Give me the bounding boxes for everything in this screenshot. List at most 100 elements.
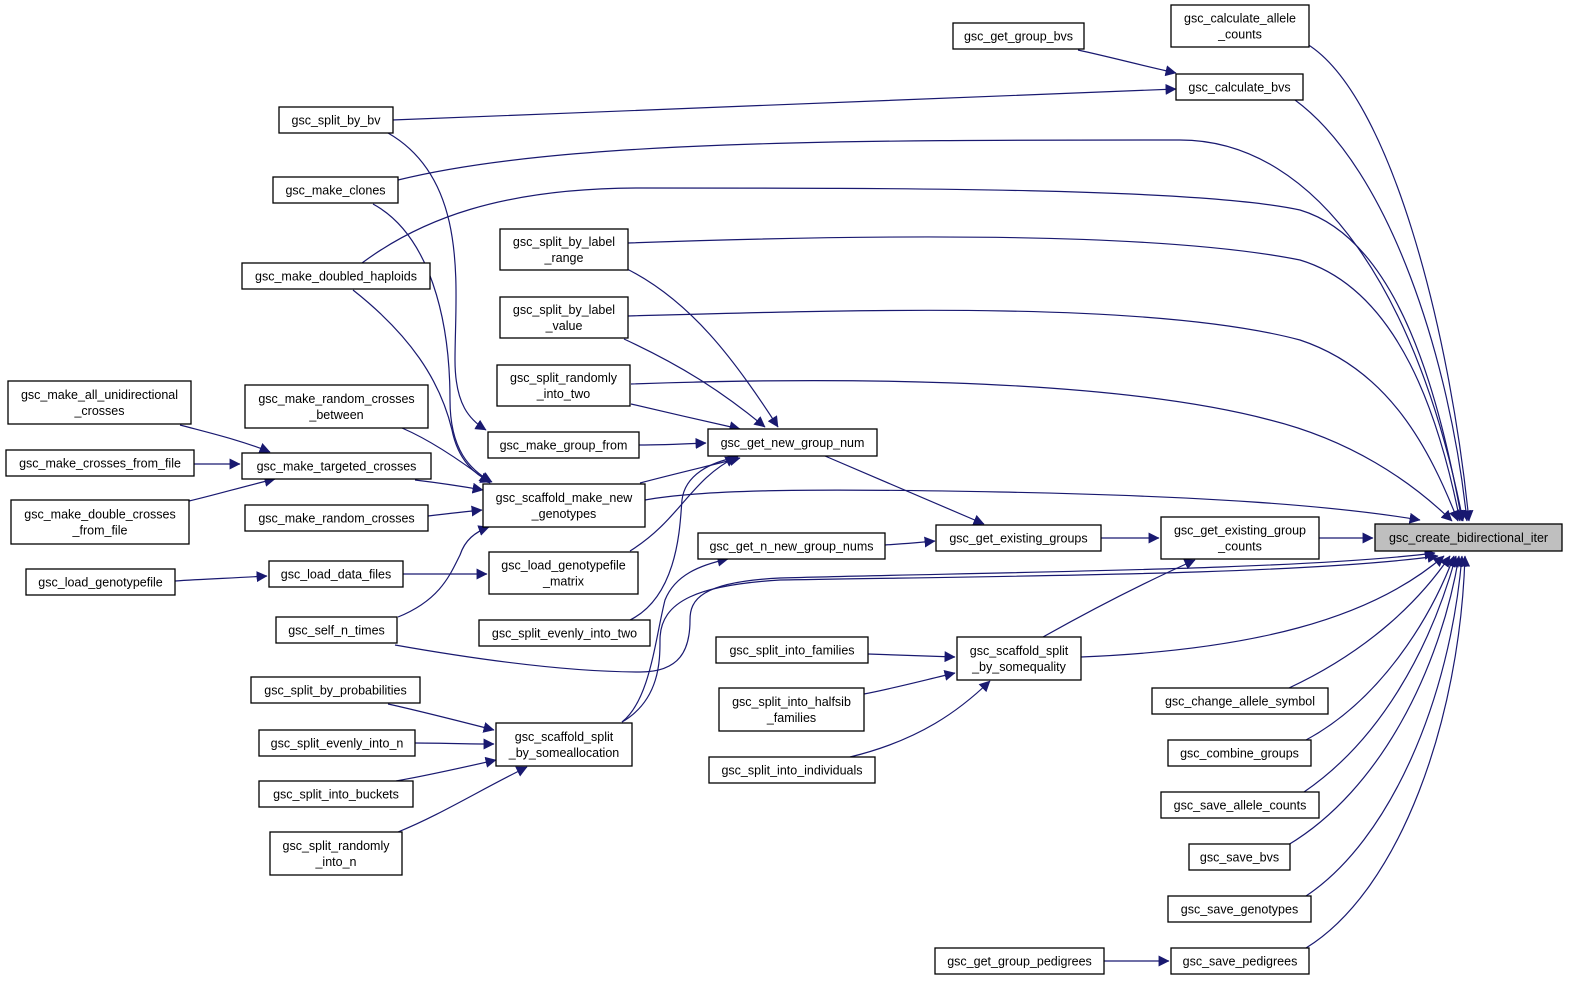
function-node[interactable]: gsc_load_genotypefile (25, 568, 176, 596)
node-box[interactable] (258, 729, 416, 757)
node-box[interactable] (258, 780, 414, 808)
node-box[interactable] (25, 568, 176, 596)
node-box[interactable] (707, 428, 878, 457)
node-box[interactable] (478, 619, 651, 647)
function-node[interactable]: gsc_save_pedigrees (1170, 947, 1310, 975)
function-node[interactable]: gsc_self_n_times (275, 616, 398, 644)
node-label: _range (544, 251, 584, 265)
node-label: _crosses (73, 404, 124, 418)
node-box[interactable] (1160, 791, 1320, 819)
node-box[interactable] (1188, 843, 1291, 871)
function-node[interactable]: gsc_save_genotypes (1167, 895, 1312, 923)
function-node[interactable]: gsc_make_random_crosses (244, 504, 429, 532)
function-node[interactable]: gsc_load_genotypefile_matrix (488, 551, 639, 595)
function-node[interactable]: gsc_get_existing_groups (935, 524, 1102, 552)
function-node[interactable]: gsc_scaffold_split_by_somequality (956, 636, 1082, 681)
node-box[interactable] (935, 524, 1102, 552)
function-node[interactable]: gsc_make_targeted_crosses (241, 452, 432, 480)
node-box[interactable] (244, 504, 429, 532)
node-box[interactable] (1167, 895, 1312, 923)
node-box[interactable] (275, 616, 398, 644)
edge-n33-to-n0 (621, 551, 1439, 723)
function-node[interactable]: gsc_split_into_halfsib_families (718, 687, 865, 732)
function-node[interactable]: gsc_split_evenly_into_n (258, 729, 416, 757)
node-box[interactable] (499, 296, 629, 339)
function-node[interactable]: gsc_change_allele_symbol (1151, 687, 1329, 715)
node-label: gsc_save_genotypes (1181, 903, 1298, 917)
node-box[interactable] (241, 452, 432, 480)
function-node[interactable]: gsc_scaffold_split_by_someallocation (495, 722, 633, 767)
root-node[interactable]: gsc_create_bidirectional_iter (1374, 523, 1563, 552)
node-box[interactable] (1175, 73, 1304, 101)
node-box[interactable] (269, 831, 403, 876)
node-box[interactable] (1170, 947, 1310, 975)
node-box[interactable] (495, 722, 633, 767)
node-box[interactable] (934, 947, 1105, 975)
node-box[interactable] (268, 560, 404, 588)
function-node[interactable]: gsc_split_randomly_into_n (269, 831, 403, 876)
function-node[interactable]: gsc_get_group_pedigrees (934, 947, 1105, 975)
node-box[interactable] (487, 431, 640, 459)
node-box[interactable] (718, 687, 865, 732)
node-box[interactable] (10, 499, 190, 545)
node-label: _from_file (72, 524, 128, 538)
node-box[interactable] (1170, 4, 1310, 48)
function-node[interactable]: gsc_split_by_probabilities (250, 676, 421, 704)
function-node[interactable]: gsc_save_bvs (1188, 843, 1291, 871)
function-node[interactable]: gsc_combine_groups (1167, 739, 1312, 767)
function-node[interactable]: gsc_get_n_new_group_nums (697, 532, 886, 560)
node-label: gsc_make_doubled_haploids (255, 270, 417, 284)
function-node[interactable]: gsc_make_crosses_from_file (5, 449, 195, 477)
function-node[interactable]: gsc_scaffold_make_new_genotypes (482, 483, 646, 528)
node-box[interactable] (499, 228, 629, 271)
node-box[interactable] (7, 380, 192, 425)
function-node[interactable]: gsc_make_doubled_haploids (241, 262, 431, 290)
function-node[interactable]: gsc_split_by_bv (278, 106, 394, 134)
function-node[interactable]: gsc_make_clones (272, 176, 399, 204)
function-node[interactable]: gsc_calculate_bvs (1175, 73, 1304, 101)
node-box[interactable] (952, 22, 1085, 50)
edge-n39-to-n0 (1287, 555, 1463, 846)
node-label: gsc_make_group_from (500, 439, 628, 453)
node-label: gsc_calculate_allele (1184, 12, 1296, 26)
function-node[interactable]: gsc_make_all_unidirectional_crosses (7, 380, 192, 425)
node-box[interactable] (250, 676, 421, 704)
function-node[interactable]: gsc_get_group_bvs (952, 22, 1085, 50)
function-node[interactable]: gsc_load_data_files (268, 560, 404, 588)
function-node[interactable]: gsc_make_random_crosses_between (244, 384, 429, 429)
node-box[interactable] (1151, 687, 1329, 715)
node-box[interactable] (488, 551, 639, 595)
function-node[interactable]: gsc_save_allele_counts (1160, 791, 1320, 819)
function-node[interactable]: gsc_split_randomly_into_two (496, 364, 631, 407)
function-node[interactable]: gsc_split_by_label_range (499, 228, 629, 271)
node-box[interactable] (1167, 739, 1312, 767)
function-node[interactable]: gsc_calculate_allele _counts (1170, 4, 1310, 48)
node-box[interactable] (956, 636, 1082, 681)
function-node[interactable]: gsc_make_group_from (487, 431, 640, 459)
node-box[interactable] (5, 449, 195, 477)
node-box[interactable] (715, 636, 869, 664)
node-label: _counts (1217, 28, 1262, 42)
node-box[interactable] (482, 483, 646, 528)
node-box[interactable] (272, 176, 399, 204)
function-node[interactable]: gsc_split_into_families (715, 636, 869, 664)
edge-n12-to-n13 (638, 437, 707, 449)
function-node[interactable]: gsc_split_into_buckets (258, 780, 414, 808)
edge-n29-to-n33 (387, 703, 495, 733)
node-box[interactable] (708, 756, 876, 784)
node-box[interactable] (278, 106, 394, 134)
node-box[interactable] (496, 364, 631, 407)
function-node[interactable]: gsc_split_into_individuals (708, 756, 876, 784)
function-node[interactable]: gsc_split_by_label_value (499, 296, 629, 339)
node-box[interactable] (1160, 516, 1320, 560)
node-label: gsc_create_bidirectional_iter (1389, 531, 1548, 545)
function-node[interactable]: gsc_split_evenly_into_two (478, 619, 651, 647)
node-box[interactable] (241, 262, 431, 290)
function-node[interactable]: gsc_get_existing_group_counts (1160, 516, 1320, 560)
root-node-box[interactable] (1374, 523, 1563, 552)
function-node[interactable]: gsc_get_new_group_num (707, 428, 878, 457)
node-label: _into_two (536, 387, 591, 401)
node-box[interactable] (697, 532, 886, 560)
node-box[interactable] (244, 384, 429, 429)
function-node[interactable]: gsc_make_double_crosses_from_file (10, 499, 190, 545)
